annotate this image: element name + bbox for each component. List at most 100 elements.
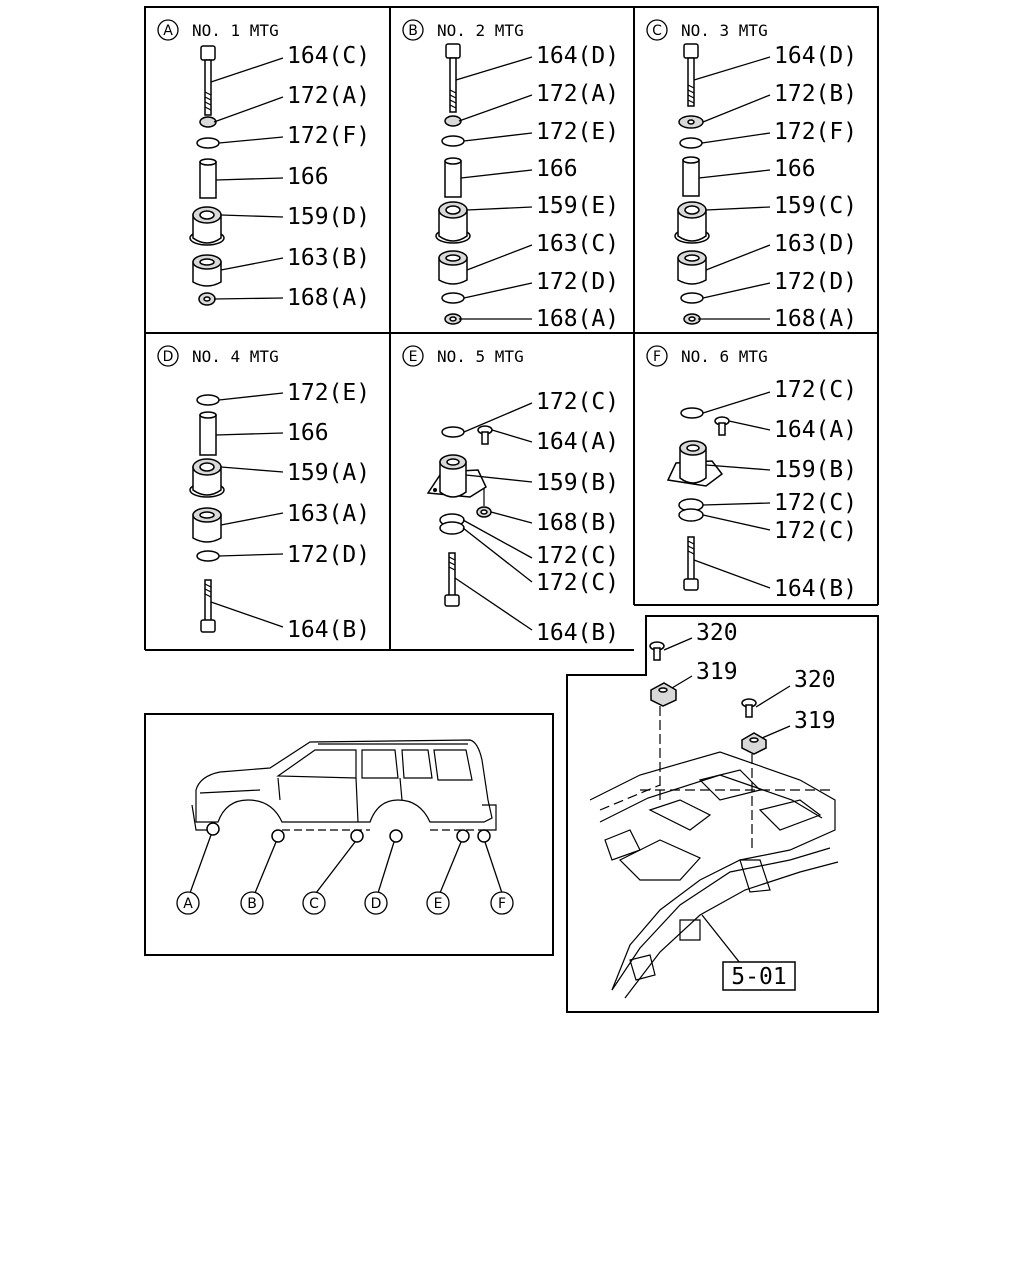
washer-icon xyxy=(678,115,704,129)
part-label: 164(B) xyxy=(774,576,857,602)
part-label: 172(C) xyxy=(774,518,857,544)
bolt-icon xyxy=(444,552,460,607)
panel-e: E NO. 5 MTG xyxy=(402,345,619,646)
nut-icon xyxy=(476,488,492,518)
reference-box xyxy=(722,961,796,991)
svg-text:D: D xyxy=(371,896,382,912)
part-label: 164(D) xyxy=(536,43,619,69)
bushing-icon xyxy=(189,206,225,246)
mount-point-markers xyxy=(189,822,503,894)
bushing-lower-icon xyxy=(677,250,707,285)
panel-c: C NO. 3 MTG xyxy=(646,19,857,332)
washer-icon xyxy=(680,407,704,419)
part-label: 320 xyxy=(794,667,836,693)
part-label: 172(A) xyxy=(536,81,619,107)
screw-icon xyxy=(477,425,493,445)
part-label: 163(B) xyxy=(287,245,370,271)
part-label: 159(A) xyxy=(287,460,370,486)
collar-icon xyxy=(682,156,700,197)
washer-icon xyxy=(441,292,465,304)
part-label: 168(A) xyxy=(774,306,857,332)
bolt-icon xyxy=(649,641,665,661)
washer-icon xyxy=(196,137,220,149)
bracket-icon xyxy=(650,682,677,707)
part-label: 159(B) xyxy=(536,470,619,496)
part-label: 172(F) xyxy=(774,119,857,145)
part-label: 163(D) xyxy=(774,231,857,257)
panel-title-a: A NO. 1 MTG xyxy=(157,19,279,41)
svg-text:NO. 3 MTG: NO. 3 MTG xyxy=(681,21,768,40)
part-label: 163(A) xyxy=(287,501,370,527)
panel-d: D NO. 4 MTG 172(E) xyxy=(157,345,370,643)
part-label: 166 xyxy=(774,156,816,182)
bolt-icon xyxy=(683,43,699,107)
part-label: 166 xyxy=(536,156,578,182)
part-label: 168(B) xyxy=(536,510,619,536)
part-label: 172(E) xyxy=(287,380,370,406)
part-label: 172(D) xyxy=(536,269,619,295)
bracket-bushing-icon xyxy=(426,454,487,498)
bracket-icon xyxy=(741,732,767,755)
bracket-bushing-icon xyxy=(666,440,724,487)
bolt-icon xyxy=(683,536,699,591)
part-label: 166 xyxy=(287,164,329,190)
part-label: 172(D) xyxy=(774,269,857,295)
panel-a: A NO. 1 MTG xyxy=(157,19,370,311)
washer-icon xyxy=(441,426,465,438)
part-label: 164(B) xyxy=(536,620,619,646)
bolt-icon xyxy=(200,45,216,116)
svg-text:C: C xyxy=(309,896,319,912)
svg-text:C: C xyxy=(652,23,662,39)
svg-text:NO. 4 MTG: NO. 4 MTG xyxy=(192,347,279,366)
svg-text:NO. 2 MTG: NO. 2 MTG xyxy=(437,21,524,40)
part-label: 172(E) xyxy=(536,119,619,145)
part-label: 159(B) xyxy=(774,457,857,483)
washer-icon xyxy=(199,116,217,128)
part-label: 164(B) xyxy=(287,617,370,643)
vehicle-icon xyxy=(191,739,497,831)
part-label: 320 xyxy=(696,620,738,646)
washer-icon xyxy=(196,394,220,406)
bolt-icon xyxy=(445,43,461,113)
washer-icon xyxy=(439,521,465,535)
collar-icon xyxy=(444,157,462,198)
svg-text:D: D xyxy=(163,349,174,365)
bushing-lower-icon xyxy=(192,254,222,287)
frame-view: 5-01 320 319 320 319 xyxy=(566,615,879,1013)
mount-point-letters: A B C D E F xyxy=(176,891,514,915)
part-label: 164(A) xyxy=(774,417,857,443)
panel-title-f: F NO. 6 MTG xyxy=(646,345,768,367)
bushing-icon xyxy=(435,201,471,244)
washer-icon xyxy=(444,115,462,127)
part-label: 172(C) xyxy=(774,377,857,403)
part-label: 319 xyxy=(794,708,836,734)
panel-b: B NO. 2 MTG xyxy=(402,19,619,332)
part-label: 159(E) xyxy=(536,193,619,219)
part-label: 172(A) xyxy=(287,83,370,109)
panel-title-c: C NO. 3 MTG xyxy=(646,19,768,41)
svg-text:NO. 5 MTG: NO. 5 MTG xyxy=(437,347,524,366)
svg-text:NO. 6 MTG: NO. 6 MTG xyxy=(681,347,768,366)
svg-text:A: A xyxy=(183,896,193,912)
svg-text:A: A xyxy=(163,23,173,39)
vehicle-view: A B C D E F xyxy=(144,713,554,956)
part-label: 159(C) xyxy=(774,193,857,219)
bushing-icon xyxy=(674,201,710,244)
part-label: 172(D) xyxy=(287,542,370,568)
part-label: 159(D) xyxy=(287,204,370,230)
nut-icon xyxy=(444,313,462,325)
bolt-icon xyxy=(200,579,216,633)
part-label: 319 xyxy=(696,659,738,685)
svg-text:B: B xyxy=(247,896,257,912)
part-label: 164(D) xyxy=(774,43,857,69)
part-label: 164(C) xyxy=(287,43,370,69)
bushing-lower-icon xyxy=(192,507,222,543)
chassis-frame-icon xyxy=(589,751,839,999)
part-label: 172(B) xyxy=(774,81,857,107)
washer-icon xyxy=(680,292,704,304)
washer-icon xyxy=(678,508,704,522)
part-label: 168(A) xyxy=(536,306,619,332)
nut-icon xyxy=(683,313,701,325)
panel-title-e: E NO. 5 MTG xyxy=(402,345,524,367)
